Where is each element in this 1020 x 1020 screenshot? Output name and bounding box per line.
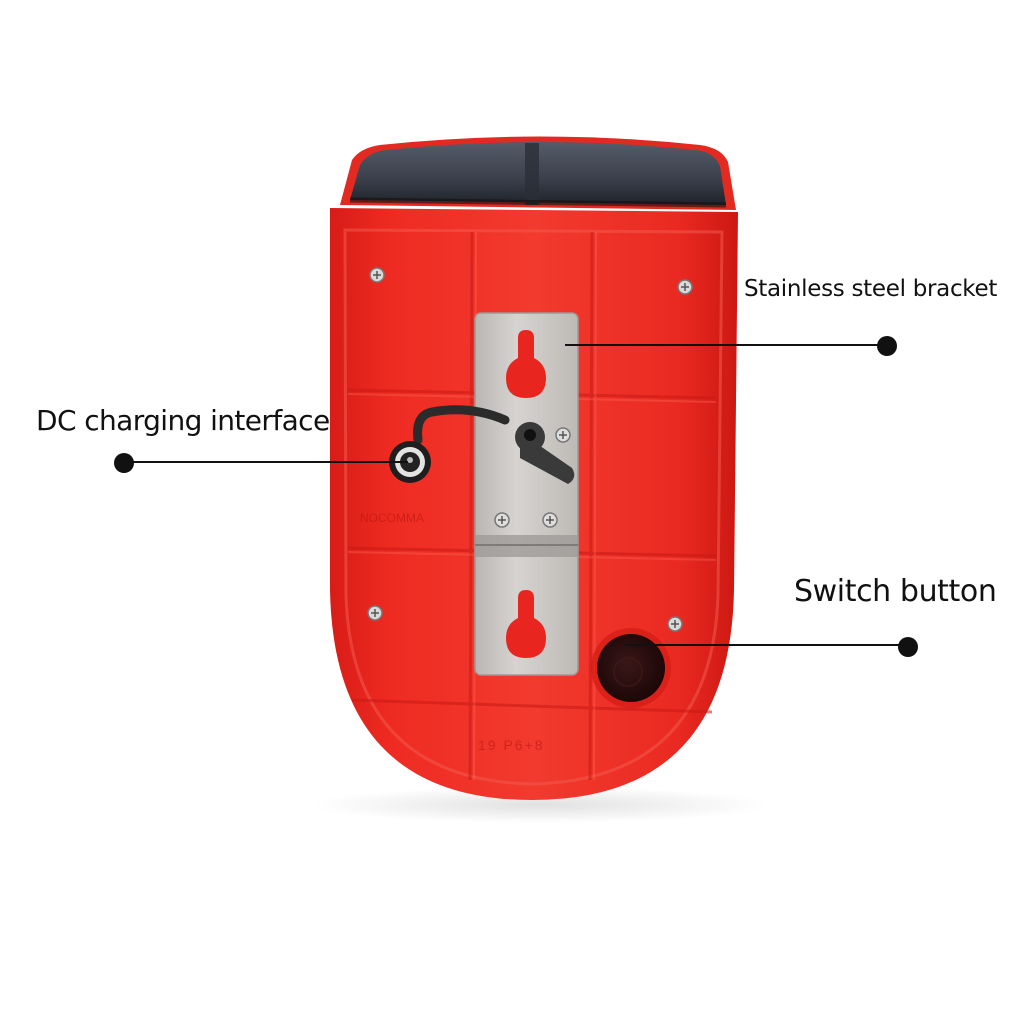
embossed-bottom-text: 19 P6+8 [478,737,545,753]
callout-label-bracket: Stainless steel bracket [744,276,998,302]
keyhole-slot-top [506,330,546,398]
callout-leader-switch [625,637,918,657]
callout-leader-dc [114,453,408,473]
stainless-steel-bracket [474,312,579,676]
callout-label-dc-charging: DC charging interface [36,404,330,437]
callout-label-switch: Switch button [794,574,997,609]
embossed-side-text: NOCOMMA [360,511,424,525]
dc-port-rubber-cap [413,405,575,484]
callout-leader-bracket [565,336,897,356]
screw-icon [677,279,693,295]
dc-charging-port [389,441,431,483]
screw-icon [367,605,383,621]
solar-panel [340,136,736,210]
screw-icon [369,267,385,283]
ground-shadow [310,787,770,823]
keyhole-slot-bottom [506,590,546,658]
grid-ribs [347,231,717,781]
screw-icon [667,616,683,632]
switch-button [591,628,671,708]
